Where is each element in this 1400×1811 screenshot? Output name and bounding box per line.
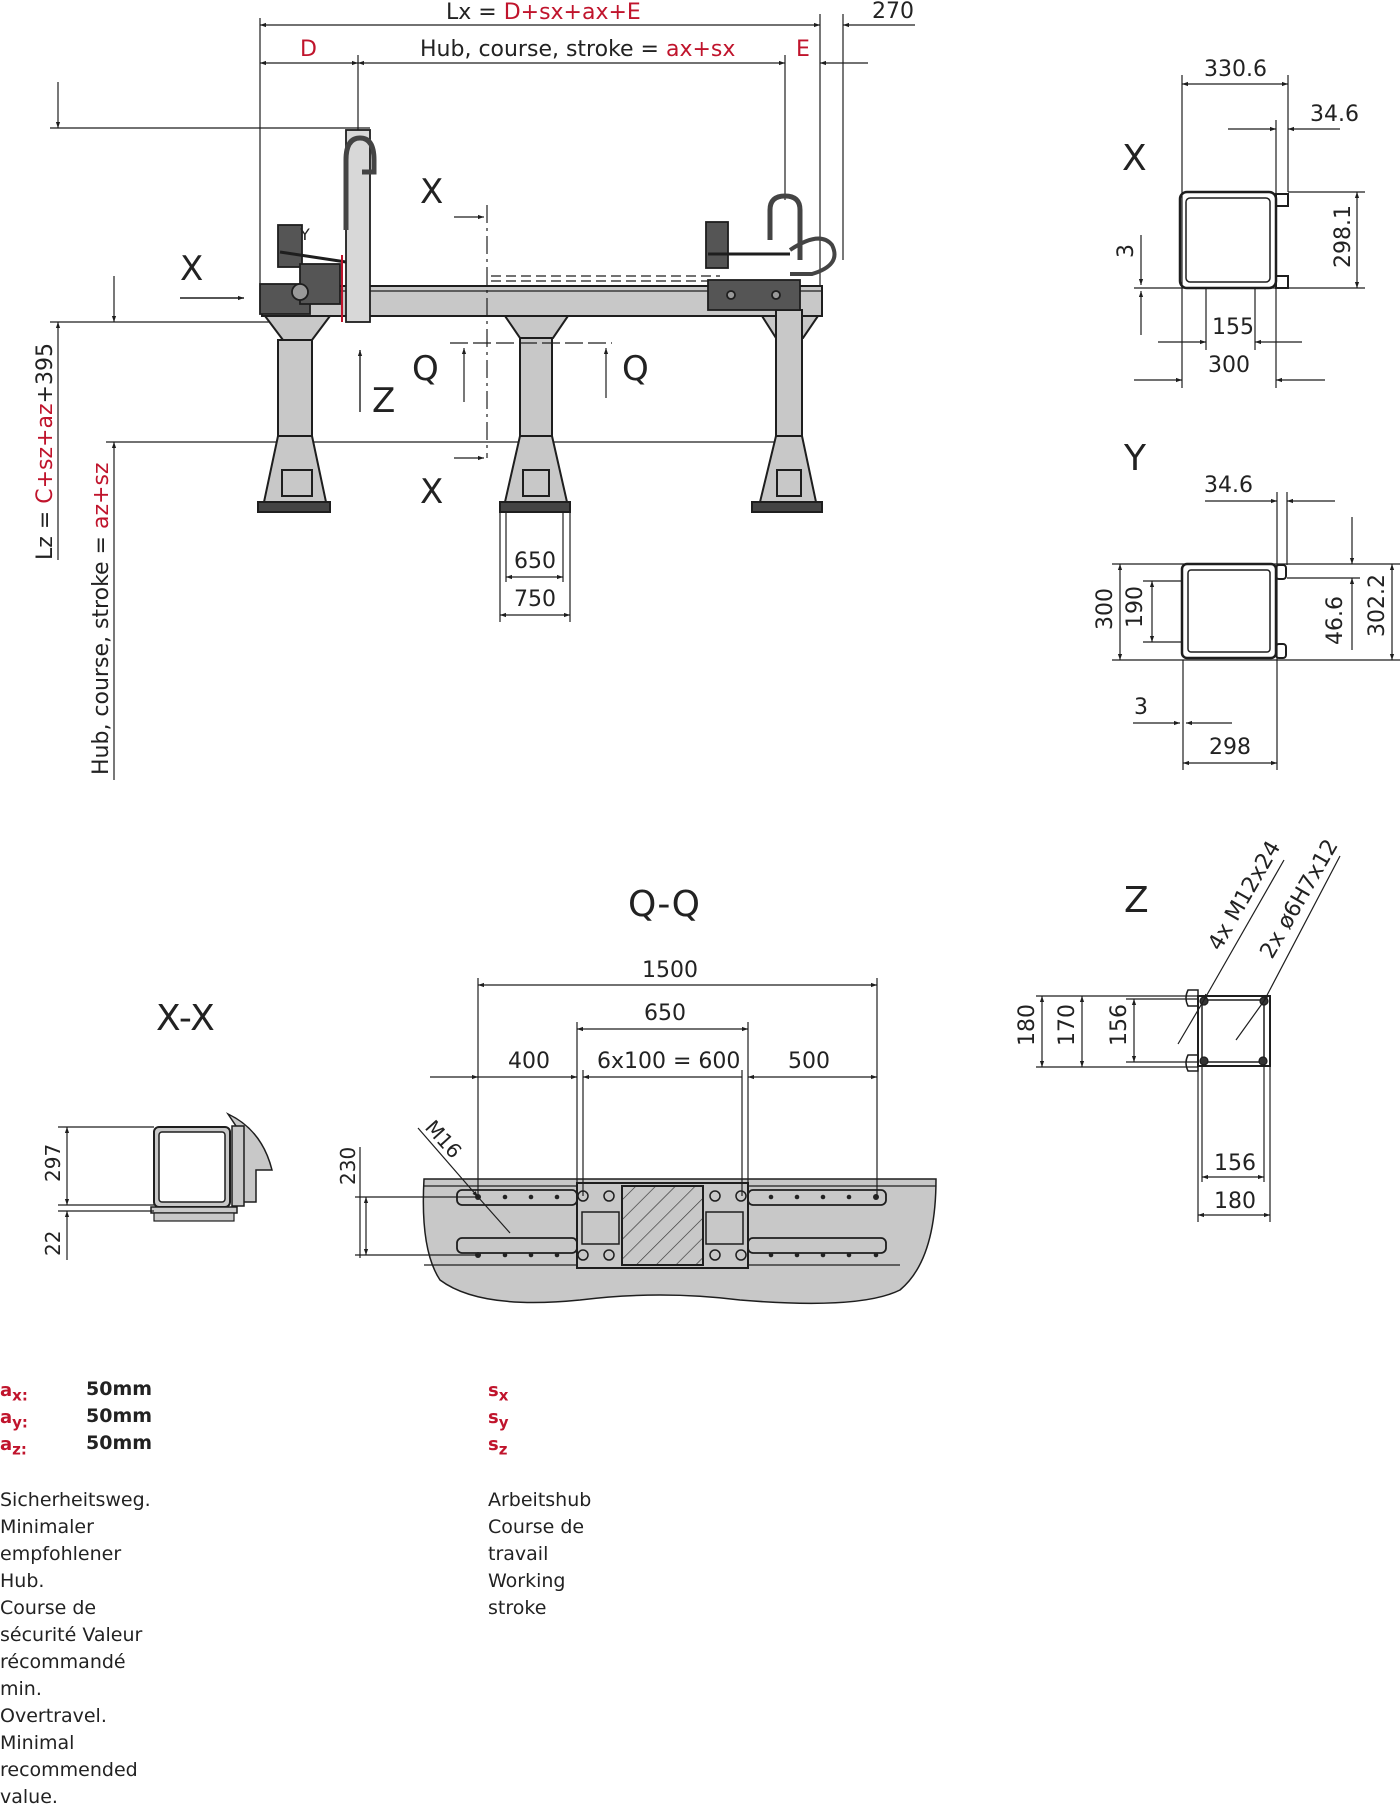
view-x-title: X [1122, 138, 1147, 179]
x-stroke-formula: Hub, course, stroke = ax+sx [420, 37, 735, 62]
view-y-profile [1112, 492, 1400, 770]
label-d: D [300, 37, 317, 62]
section-marker-x-top: X [420, 172, 443, 212]
x-axis-carriage [705, 193, 837, 311]
leg-right [751, 309, 823, 513]
section-xx-profile [58, 1112, 273, 1260]
view-marker-y-small: Y [299, 225, 310, 244]
dim-270: 270 [872, 0, 914, 24]
view-y-dim-3: 3 [1134, 695, 1148, 720]
view-y-dim-300: 300 [1093, 588, 1118, 630]
section-xx-dim-297: 297 [41, 1144, 65, 1182]
view-marker-x: X [180, 249, 203, 289]
view-x-dim-330: 330.6 [1204, 57, 1267, 82]
legend-key-az: az: [0, 1434, 27, 1459]
view-z-title: Z [1124, 880, 1149, 921]
legend-key-sy: sy [488, 1407, 509, 1432]
legend-key-sz: sz [488, 1434, 508, 1459]
main-gantry-view [50, 14, 915, 780]
stroke-description: Arbeitshub Course de travail Working str… [488, 1487, 591, 1622]
section-marker-x-bottom: X [420, 472, 443, 512]
view-x-profile [1134, 75, 1365, 388]
section-qq-dim-400: 400 [508, 1049, 550, 1074]
legend-value-az: 50mm [86, 1432, 153, 1454]
z-axis-carriage [259, 129, 377, 323]
view-y-dim-34: 34.6 [1204, 473, 1253, 498]
section-qq-dim-1500: 1500 [642, 958, 698, 983]
section-qq-dim-500: 500 [788, 1049, 830, 1074]
section-marker-q-right: Q [622, 349, 649, 389]
view-z-dim-170-v: 170 [1055, 1004, 1080, 1046]
view-z-dim-180-v: 180 [1015, 1004, 1040, 1046]
foot-dim-650: 650 [514, 549, 556, 574]
section-xx-title: X-X [156, 998, 215, 1039]
foot-dim-750: 750 [514, 587, 556, 612]
z-stroke-formula: Hub, course, stroke = az+sz [89, 463, 114, 775]
legend-key-sx: sx [488, 1380, 509, 1405]
view-z-dim-156-v: 156 [1107, 1004, 1132, 1046]
view-x-dim-34: 34.6 [1310, 102, 1359, 127]
section-qq-dim-230: 230 [336, 1147, 360, 1185]
technical-drawing: Lx = D+sx+ax+E 270 D E Hub, course, stro… [33, 0, 1400, 1305]
section-xx-dim-22: 22 [41, 1231, 65, 1256]
legend-key-ax: ax: [0, 1380, 28, 1405]
leg-middle [499, 315, 571, 513]
section-qq-dim-600: 6x100 = 600 [597, 1049, 740, 1074]
view-x-dim-155: 155 [1212, 315, 1254, 340]
legend-key-ay: ay: [0, 1407, 28, 1432]
view-y-dim-190: 190 [1123, 586, 1148, 628]
overtravel-desc-fr: Course de sécurité Valeur récommandé min… [0, 1597, 143, 1700]
view-x-dim-3: 3 [1114, 244, 1139, 258]
view-y-dim-302: 302.2 [1365, 574, 1390, 637]
view-y-dim-46: 46.6 [1323, 596, 1348, 645]
view-z-dim-156-h: 156 [1214, 1151, 1256, 1176]
stroke-desc-fr: Course de travail [488, 1516, 585, 1565]
view-x-dim-300: 300 [1208, 353, 1250, 378]
view-z-dim-180-h: 180 [1214, 1189, 1256, 1214]
section-marker-q-left: Q [412, 349, 439, 389]
view-x-dim-298: 298.1 [1331, 205, 1356, 268]
section-qq-dim-650: 650 [644, 1001, 686, 1026]
legend-value-ax: 50mm [86, 1378, 153, 1400]
legend-value-ay: 50mm [86, 1405, 153, 1427]
view-y-title: Y [1123, 438, 1147, 479]
overtravel-desc-en: Overtravel. Minimal recommended value. [0, 1705, 138, 1808]
view-y-dim-298: 298 [1209, 735, 1251, 760]
stroke-desc-en: Working stroke [488, 1570, 566, 1619]
view-marker-z: Z [372, 381, 395, 421]
section-qq-title: Q-Q [628, 884, 700, 925]
lz-formula: Lz = C+sz+az+395 [33, 343, 58, 560]
label-e: E [796, 37, 810, 62]
stroke-desc-de: Arbeitshub [488, 1489, 592, 1511]
lx-formula: Lx = D+sx+ax+E [446, 0, 641, 25]
view-z-flange [1036, 855, 1341, 1222]
leg-left [257, 315, 332, 513]
section-qq-base [355, 978, 937, 1305]
overtravel-desc-de: Sicherheitsweg. Minimaler empfohlener Hu… [0, 1489, 151, 1592]
overtravel-description: Sicherheitsweg. Minimaler empfohlener Hu… [0, 1487, 151, 1811]
